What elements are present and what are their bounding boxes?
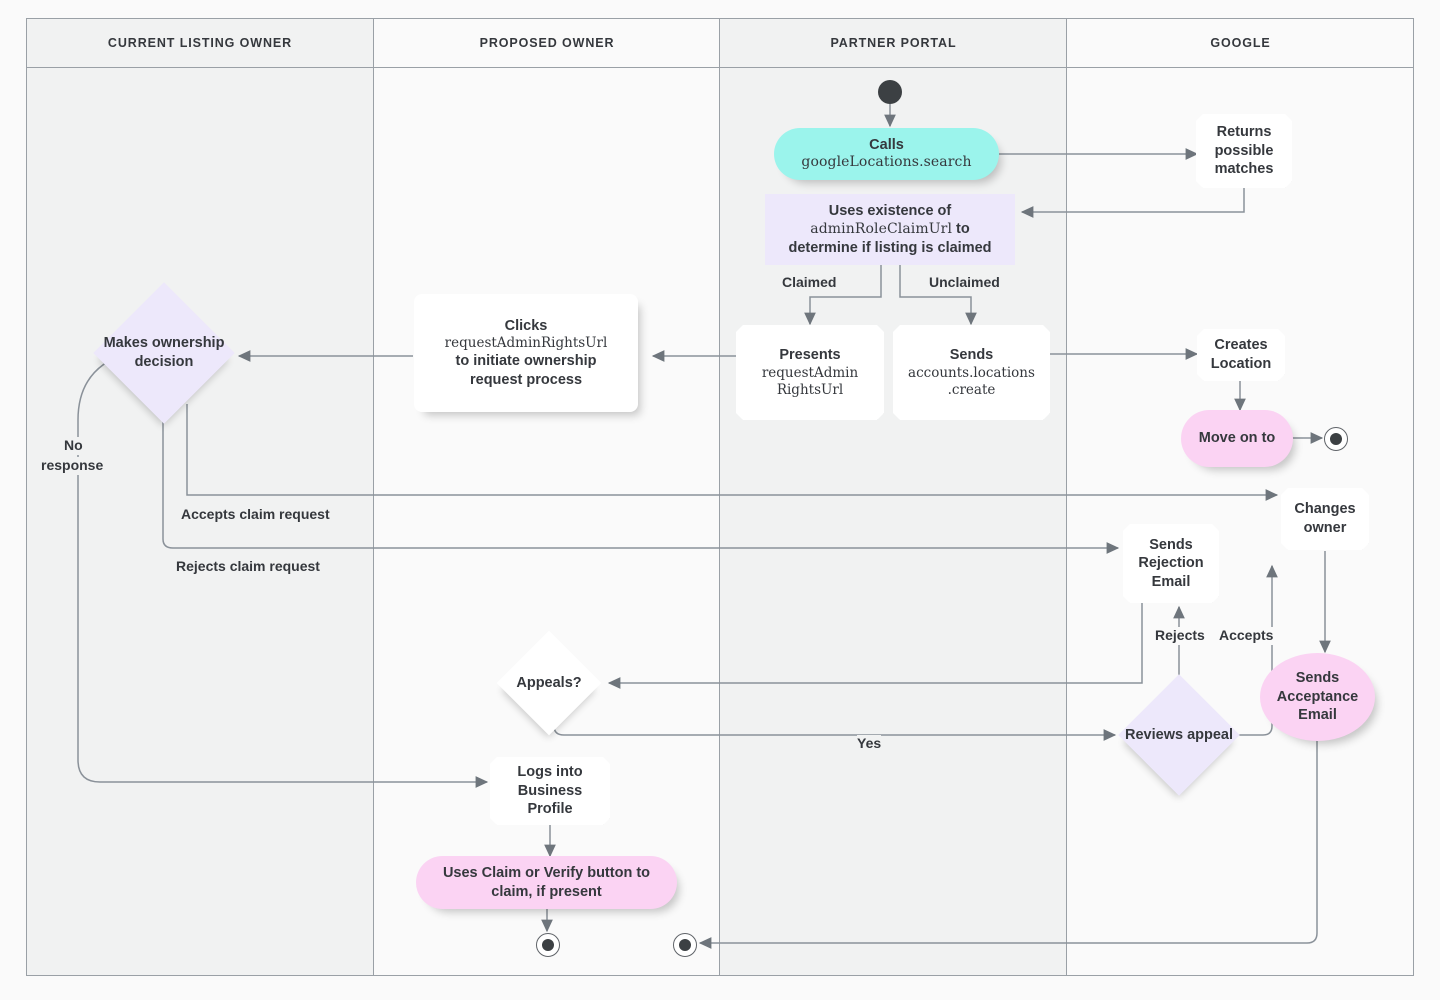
node-label: Sends Acceptance Email <box>1276 670 1359 724</box>
node-line-2: adminRoleClaimUrl to <box>810 220 970 239</box>
node-line-3: .create <box>947 381 996 398</box>
end-node-proposed-owner-2 <box>673 933 697 957</box>
node-clicks-request-admin-rights-url[interactable]: Clicks requestAdminRightsUrl to initiate… <box>414 294 638 412</box>
node-move-on-to[interactable]: Move on to <box>1181 410 1293 467</box>
node-sends-rejection-email[interactable]: Sends Rejection Email <box>1123 524 1219 603</box>
node-presents-request-admin-rights-url[interactable]: Presents requestAdmin RightsUrl <box>736 325 884 420</box>
node-line-2: requestAdminRightsUrl <box>444 335 608 352</box>
node-changes-owner[interactable]: Changes owner <box>1281 488 1369 550</box>
lane-header-google: GOOGLE <box>1067 18 1414 67</box>
lane-header-label: PARTNER PORTAL <box>830 35 957 50</box>
node-label: Appeals? <box>516 674 582 691</box>
node-uses-claim-or-verify-button[interactable]: Uses Claim or Verify button to claim, if… <box>416 856 677 909</box>
node-label: Reviews appeal <box>1125 726 1233 743</box>
edge-label-no-response-line2: response <box>41 457 104 475</box>
node-line-3: to initiate ownership <box>455 353 597 370</box>
node-label: Move on to <box>1198 430 1276 447</box>
node-label: Creates Location <box>1210 337 1272 372</box>
node-line-3: determine if listing is claimed <box>788 239 992 256</box>
edge-label-accepts-claim-request: Accepts claim request <box>181 506 330 524</box>
edge-label-no-response-line1: No <box>64 437 83 455</box>
edge-label-yes: Yes <box>857 735 882 753</box>
node-line-3: RightsUrl <box>776 381 844 398</box>
node-makes-ownership-decision[interactable]: Makes ownership decision <box>93 282 235 424</box>
end-node-google <box>1324 427 1348 451</box>
node-line-1: Calls <box>869 136 904 153</box>
node-code-token: adminRoleClaimUrl <box>810 221 953 238</box>
node-sends-accounts-locations-create[interactable]: Sends accounts.locations .create <box>893 325 1050 420</box>
lane-current-listing-owner <box>26 18 374 976</box>
node-label: Makes ownership decision <box>103 335 225 370</box>
node-line-1: Sends <box>949 346 994 363</box>
node-logs-into-business-profile[interactable]: Logs into Business Profile <box>490 757 610 825</box>
lane-header-label: PROPOSED OWNER <box>479 35 615 50</box>
node-uses-existence-of-admin-role-claim-url[interactable]: Uses existence of adminRoleClaimUrl to d… <box>765 194 1015 265</box>
lane-header-partner-portal: PARTNER PORTAL <box>720 18 1067 67</box>
edge-label-accepts: Accepts <box>1219 627 1274 645</box>
lane-header-proposed-owner: PROPOSED OWNER <box>374 18 720 67</box>
node-line-4: request process <box>469 371 583 388</box>
lane-header-current-listing-owner: CURRENT LISTING OWNER <box>26 18 374 67</box>
node-creates-location[interactable]: Creates Location <box>1197 329 1285 381</box>
lane-header-label: CURRENT LISTING OWNER <box>107 35 293 50</box>
node-appeals-decision[interactable]: Appeals? <box>496 630 602 736</box>
node-calls-google-locations-search[interactable]: Calls googleLocations.search <box>774 128 999 180</box>
swimlane-header-rule <box>26 67 1414 68</box>
lane-header-label: GOOGLE <box>1210 35 1271 50</box>
edge-label-claimed: Claimed <box>782 274 837 292</box>
start-node-partner-portal <box>878 80 902 104</box>
end-node-proposed-owner <box>536 933 560 957</box>
node-line-1: Uses existence of <box>828 202 952 219</box>
node-line-2: requestAdmin <box>761 364 859 381</box>
edge-label-unclaimed: Unclaimed <box>929 274 1000 292</box>
node-line-2: claim, if present <box>491 883 602 900</box>
node-line-1: Clicks <box>504 317 548 334</box>
edge-label-rejects: Rejects <box>1155 627 1205 645</box>
node-line-2: googleLocations.search <box>801 154 972 171</box>
node-label: Logs into Business Profile <box>517 764 583 818</box>
node-label: Changes owner <box>1294 501 1356 536</box>
node-line-1: Uses Claim or Verify button to <box>442 864 651 881</box>
node-line-2-suffix: to <box>952 221 970 238</box>
node-label: Returns possible matches <box>1214 124 1274 178</box>
node-line-2: accounts.locations <box>908 364 1035 381</box>
node-line-1: Presents <box>779 346 841 363</box>
node-returns-possible-matches[interactable]: Returns possible matches <box>1196 114 1292 188</box>
node-reviews-appeal[interactable]: Reviews appeal <box>1118 674 1240 796</box>
edge-label-rejects-claim-request: Rejects claim request <box>176 558 320 576</box>
node-label: Sends Rejection Email <box>1138 536 1204 590</box>
node-sends-acceptance-email[interactable]: Sends Acceptance Email <box>1260 653 1375 741</box>
